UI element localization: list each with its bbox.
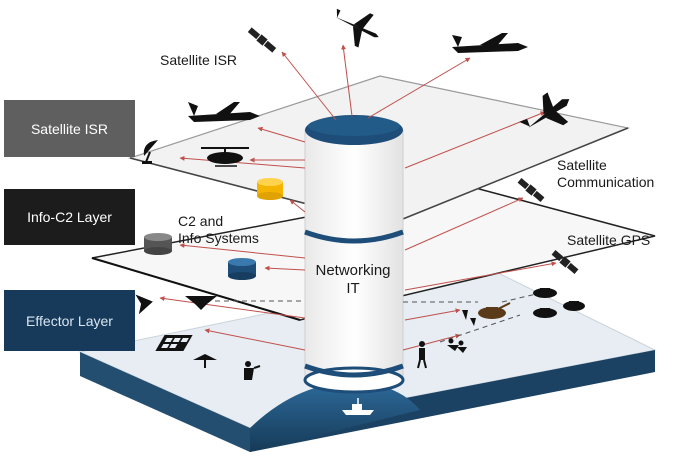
satellite-icon <box>247 27 277 53</box>
fighter-jet-icon <box>519 92 570 128</box>
satellite-dish-icon <box>142 140 158 164</box>
tank-icon <box>533 288 557 298</box>
ship-icon <box>342 398 374 415</box>
satellite-isr-layer-tab: Satellite ISR <box>4 100 135 157</box>
networking-label-line2: IT <box>346 280 360 297</box>
bunker-icon <box>155 335 193 351</box>
tank-icon <box>563 301 585 311</box>
tank-icon <box>478 302 511 319</box>
database-icon <box>257 178 283 200</box>
connection-arrows <box>159 44 557 351</box>
helicopter-icon <box>201 147 249 167</box>
tank-icon <box>533 308 557 318</box>
soldier-icon <box>447 338 467 353</box>
database-icon <box>144 233 172 255</box>
water-area <box>250 381 420 452</box>
satellite-isr-label: Satellite ISR <box>160 52 238 68</box>
database-icon <box>228 258 256 280</box>
networking-it-label: Networking IT <box>303 262 403 298</box>
satellite-communication-label: Satellite Communication <box>557 157 654 191</box>
satellite-icon <box>517 178 545 202</box>
fighter-jet-icon <box>452 33 528 53</box>
drone-icon <box>193 354 217 368</box>
soldier-icon <box>462 310 476 326</box>
jet-icon <box>335 8 379 48</box>
comm-label-line1: Satellite <box>557 157 607 173</box>
fighter-jet-icon <box>135 294 153 315</box>
c2-label-line2: Info Systems <box>178 230 259 246</box>
drone-icon <box>185 296 217 310</box>
fighter-jet-icon <box>188 102 260 122</box>
effector-layer-tab: Effector Layer <box>4 290 135 351</box>
soldier-icon <box>417 341 427 369</box>
soldier-icon <box>244 361 261 380</box>
comm-label-line2: Communication <box>557 174 655 190</box>
satellite-icon <box>551 250 579 274</box>
c2-label-line1: C2 and <box>178 213 224 229</box>
networking-cylinder <box>303 115 405 394</box>
c2-info-systems-label: C2 and Info Systems <box>178 213 259 247</box>
info-c2-layer-tab: Info-C2 Layer <box>4 189 135 245</box>
networking-label-line1: Networking <box>315 262 391 279</box>
satellite-gps-label: Satellite GPS <box>567 232 651 248</box>
